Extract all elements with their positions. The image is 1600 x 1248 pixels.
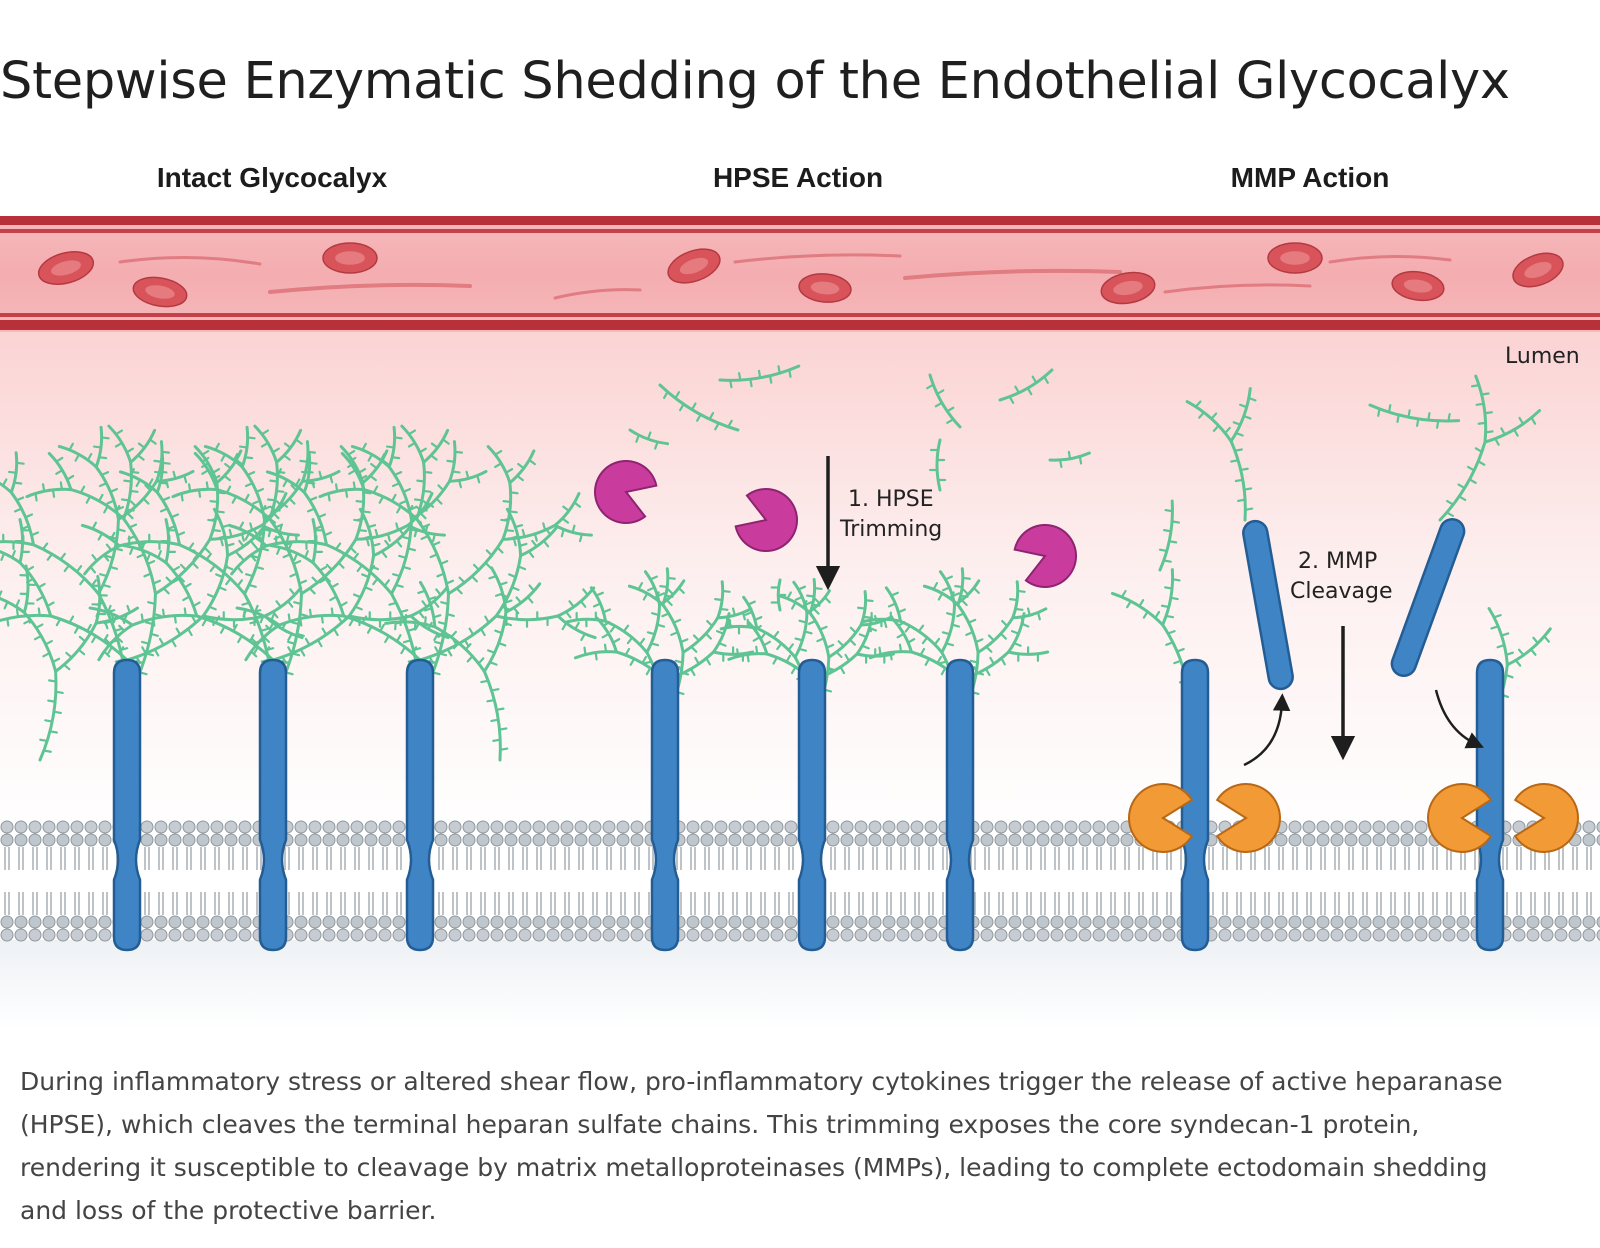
mmp-step-label-line1: 2. MMP bbox=[1298, 549, 1377, 574]
hpse-step-label-line1: 1. HPSE bbox=[848, 487, 934, 512]
mmp-enzyme-icon bbox=[1128, 783, 1194, 853]
syndecan-core-protein bbox=[650, 658, 680, 952]
syndecan-core-protein bbox=[258, 658, 288, 952]
shed-ectodomain bbox=[1390, 518, 1466, 677]
flow-streak bbox=[903, 268, 1122, 280]
blood-vessel bbox=[0, 216, 1600, 332]
lumen-label: Lumen bbox=[1505, 344, 1580, 369]
mmp-enzyme-icon bbox=[1215, 783, 1281, 853]
red-blood-cell bbox=[322, 242, 378, 274]
red-blood-cell bbox=[132, 276, 188, 308]
red-blood-cell bbox=[37, 251, 95, 285]
syndecan-core-protein bbox=[797, 658, 827, 952]
syndecan-core-proteins bbox=[112, 518, 1505, 952]
syndecan-core-protein bbox=[112, 658, 142, 952]
flow-streak bbox=[553, 288, 642, 300]
figure-caption: During inflammatory stress or altered sh… bbox=[20, 1067, 1503, 1225]
flow-streak bbox=[1163, 283, 1312, 294]
glycocalyx-diagram: Lumen 1. HPSE Trimming 2. MMP Cleavage bbox=[0, 216, 1600, 1030]
syndecan-core-protein bbox=[405, 658, 435, 952]
syndecan-core-protein bbox=[1180, 658, 1210, 952]
flow-streak bbox=[268, 282, 472, 294]
red-blood-cell bbox=[1100, 271, 1156, 305]
enzymes bbox=[594, 460, 1579, 853]
flow-streak bbox=[1328, 254, 1452, 264]
panel-title-hpse: HPSE Action bbox=[712, 162, 884, 193]
heparanase-enzyme-icon bbox=[734, 488, 798, 552]
mmp-enzyme-icon bbox=[1513, 783, 1579, 853]
red-blood-cell bbox=[1391, 270, 1445, 302]
shed-ectodomain-arrows bbox=[1243, 689, 1484, 767]
heparanase-enzyme-icon bbox=[594, 460, 658, 524]
flow-streak bbox=[118, 255, 262, 266]
panel-title-mmp: MMP Action bbox=[1230, 162, 1390, 193]
red-blood-cell bbox=[798, 273, 852, 303]
cytoplasm-background bbox=[0, 940, 1600, 1030]
flow-streak bbox=[733, 253, 902, 264]
hpse-step-label-line2: Trimming bbox=[839, 517, 942, 542]
red-blood-cell bbox=[667, 248, 721, 284]
syndecan-core-protein bbox=[945, 658, 975, 952]
mmp-enzyme-icon bbox=[1427, 783, 1493, 853]
panel-title-intact: Intact Glycocalyx bbox=[156, 162, 388, 193]
shed-ectodomain bbox=[1242, 519, 1294, 691]
red-blood-cell bbox=[1512, 252, 1564, 288]
heparanase-enzyme-icon bbox=[1013, 524, 1077, 588]
red-blood-cell bbox=[1267, 242, 1323, 274]
mmp-step-label-line2: Cleavage bbox=[1290, 579, 1393, 604]
page-title: Stepwise Enzymatic Shedding of the Endot… bbox=[0, 52, 1510, 111]
